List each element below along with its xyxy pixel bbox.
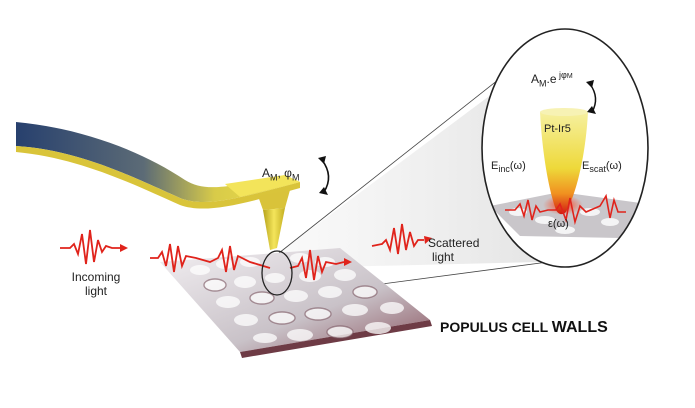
tip-material-label: Pt-Ir5: [544, 123, 571, 135]
afm-tip: [258, 190, 290, 250]
scattered-wave-high-arrow: [424, 236, 432, 244]
scattered-light-label: Scattered light: [428, 236, 479, 264]
sample-title: POPULUS CELL WALLS: [440, 319, 608, 337]
sample-title-part2: WALLS: [551, 319, 608, 336]
oscillation-arrow-head-top: [318, 156, 326, 164]
inset-amp-subscript: M: [539, 78, 547, 89]
inset-arrow-head-top: [586, 80, 594, 88]
e-scat-label: Escat(ω): [582, 160, 622, 174]
incoming-wave: [60, 229, 120, 265]
epsilon-text: ε(ω): [548, 218, 569, 230]
inset-exp-sup-sub: M: [566, 73, 573, 80]
inset-amp-symbol: A: [531, 72, 540, 86]
e-inc-argument: (ω): [509, 160, 526, 172]
incoming-wave-arrow: [120, 244, 128, 252]
amp-symbol: A: [262, 166, 271, 180]
scattered-wave-low-arrow: [344, 258, 352, 266]
incoming-line2: light: [84, 284, 107, 298]
scattered-line1: Scattered: [428, 236, 480, 250]
scattered-wave-low: [289, 249, 345, 281]
incoming-line1: Incoming: [71, 270, 121, 284]
oscillation-arrow: [321, 159, 330, 193]
surface-wave: [150, 243, 271, 273]
inset-amplitude-label: AM.e jφM: [531, 70, 573, 88]
scattered-line2: light: [432, 250, 455, 264]
inset-arrow-head-bottom: [587, 106, 596, 114]
epsilon-label: ε(ω): [548, 218, 569, 230]
tip-apex-circle: [261, 250, 293, 296]
e-inc-label: Einc(ω): [491, 160, 526, 174]
cantilever-amplitude-phase-label: AM, φM: [262, 166, 299, 182]
phase-symbol: , φ: [277, 166, 292, 180]
inset-zoom: [481, 28, 649, 268]
inset-wave: [505, 193, 626, 226]
amp-subscript: M: [270, 172, 278, 183]
e-scat-subscript: scat: [589, 164, 606, 175]
phase-subscript: M: [291, 172, 300, 183]
inset-exp-sup-text: jφ: [556, 70, 567, 80]
oscillation-arrow-head-bottom: [319, 187, 328, 195]
inset-exp-symbol: .e: [546, 72, 557, 86]
incoming-light-label: Incoming light: [56, 270, 136, 298]
scattered-wave-high: [371, 223, 424, 255]
cantilever: [16, 122, 300, 209]
e-scat-argument: (ω): [605, 160, 622, 172]
e-inc-symbol: E: [491, 160, 499, 172]
sample-title-part1: POPULUS CELL: [440, 319, 552, 335]
inset-exp-superscript: jφM: [557, 70, 573, 80]
tip-material-text: Pt-Ir5: [544, 123, 571, 135]
sample-surface: [160, 248, 432, 358]
e-scat-symbol: E: [582, 160, 590, 172]
e-inc-subscript: inc: [498, 164, 510, 175]
